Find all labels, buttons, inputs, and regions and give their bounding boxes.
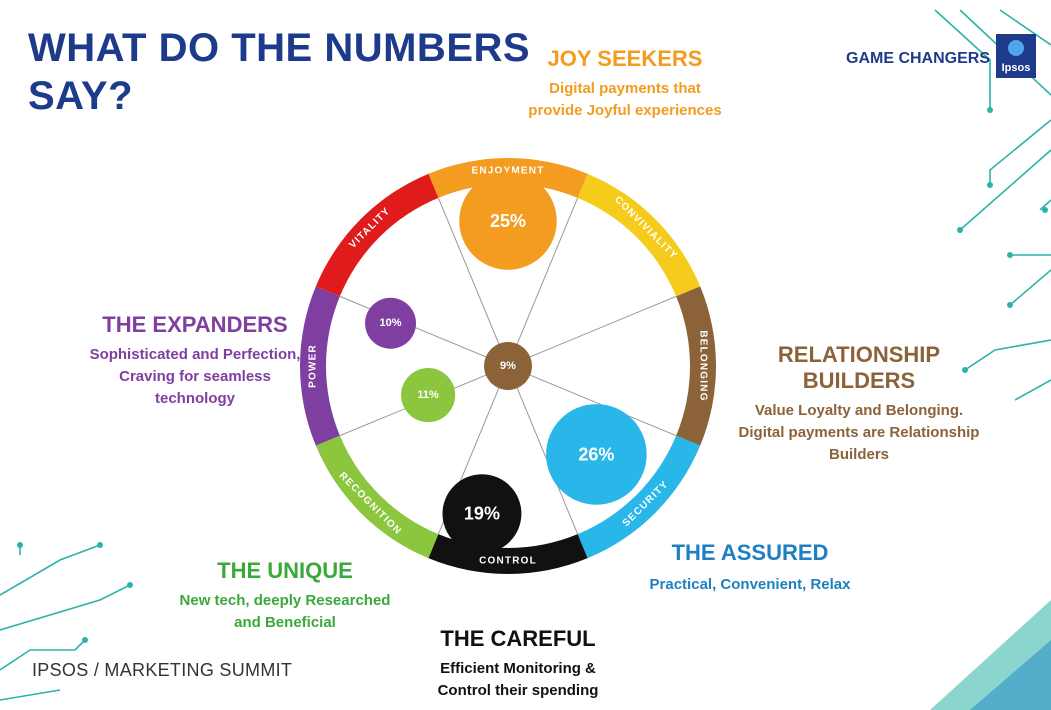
bubble-label: 26%: [578, 444, 614, 464]
segment-head: RELATIONSHIP BUILDERS: [777, 342, 941, 393]
wheel-spokes: [339, 197, 677, 535]
rim-segment-power: [300, 286, 340, 446]
segment-head: THE ASSURED: [671, 540, 829, 565]
bubble-25: [459, 172, 557, 270]
wheel-spoke: [507, 197, 579, 367]
bubble-11: [401, 368, 456, 423]
bubble-label: 10%: [380, 317, 402, 329]
wheel-bubbles: 25% 26% 19% 11% 10% 9%: [365, 172, 647, 554]
bubble-label: 11%: [417, 389, 439, 401]
segment-desc: Digital payments that: [549, 80, 701, 97]
bubble-19: [442, 474, 522, 554]
title-line-2: SAY?: [28, 74, 134, 118]
segment-desc: Digital payments are Relationship: [738, 424, 980, 441]
segment-desc: Sophisticated and Perfection,: [89, 346, 301, 363]
title-line-1: WHAT DO THE NUMBERS: [28, 26, 531, 70]
segment-desc: Builders: [828, 446, 889, 463]
bubble-26: [546, 404, 647, 505]
bubble-10: [365, 297, 417, 349]
rim-label: POWER: [308, 344, 319, 388]
segment-desc: New tech, deeply Researched: [179, 592, 391, 609]
segment-joy-seekers: JOY SEEKERS Digital payments that provid…: [500, 46, 750, 122]
segment-relationship-builders: RELATIONSHIP BUILDERS Value Loyalty and …: [722, 342, 996, 466]
segment-head: THE EXPANDERS: [102, 312, 288, 337]
segment-the-careful: THE CAREFUL Efficient Monitoring & Contr…: [418, 626, 618, 702]
wheel-spoke: [437, 197, 509, 367]
rim-label: ENJOYMENT: [471, 166, 544, 177]
rim-segment-security: [577, 435, 701, 559]
logo-dot-icon: [1008, 40, 1024, 56]
segment-desc: Value Loyalty and Belonging.: [754, 402, 964, 419]
segment-the-unique: THE UNIQUE New tech, deeply Researched a…: [160, 558, 410, 634]
ipsos-logo: Ipsos: [996, 34, 1036, 78]
segment-desc: Control their spending: [437, 682, 599, 699]
rim-segment-recognition: [315, 435, 439, 559]
segment-head: THE CAREFUL: [440, 626, 596, 651]
bubble-9: [484, 342, 532, 390]
segment-head: JOY SEEKERS: [547, 46, 703, 71]
marketing-summit-label: IPSOS / MARKETING SUMMIT: [32, 660, 293, 680]
wheel-spoke: [507, 365, 677, 437]
segment-the-assured: THE ASSURED Practical, Convenient, Relax: [634, 540, 866, 596]
bubble-label: 9%: [500, 360, 516, 372]
wheel-spoke: [339, 295, 509, 367]
segment-the-expanders: THE EXPANDERS Sophisticated and Perfecti…: [80, 312, 310, 410]
bubble-label: 25%: [490, 211, 526, 231]
game-changers-label: GAME CHANGERS: [846, 50, 991, 67]
rim-segment-belonging: [676, 286, 716, 446]
rim-segment-conviviality: [577, 173, 701, 297]
rim-segment-vitality: [315, 173, 439, 297]
segment-desc: provide Joyful experiences: [528, 102, 722, 119]
segment-desc: technology: [154, 390, 235, 407]
wheel-spoke: [507, 295, 677, 367]
rim-label: CONTROL: [479, 556, 537, 567]
segment-desc: Efficient Monitoring &: [440, 660, 596, 677]
segment-head: THE UNIQUE: [217, 558, 353, 583]
wheel-spoke: [507, 365, 579, 535]
segment-desc: Practical, Convenient, Relax: [649, 576, 851, 593]
page-title: WHAT DO THE NUMBERS SAY?: [28, 24, 530, 120]
rim-label: BELONGING: [698, 330, 709, 401]
segment-desc: Craving for seamless: [119, 368, 271, 385]
logo-text: Ipsos: [1001, 62, 1031, 74]
bubble-label: 19%: [464, 504, 500, 524]
segment-desc: and Beneficial: [234, 614, 336, 631]
